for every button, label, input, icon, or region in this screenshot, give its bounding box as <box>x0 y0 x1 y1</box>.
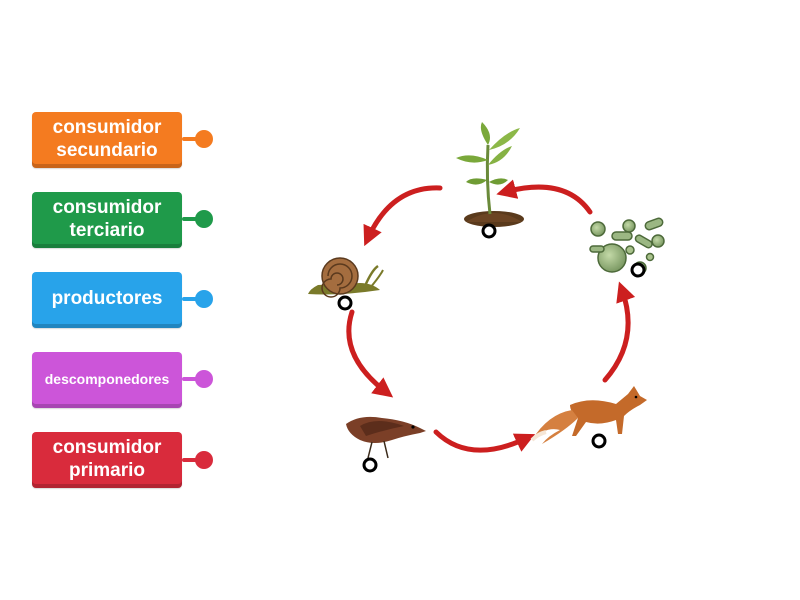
label-text: productores <box>51 288 163 309</box>
label-connector <box>182 377 198 381</box>
label-text: consumidor secundario <box>52 116 162 161</box>
label-pin[interactable] <box>195 451 213 469</box>
fox-icon <box>530 386 647 444</box>
label-consumidor-primario[interactable]: consumidor primario <box>32 432 182 488</box>
drop-target-bird[interactable] <box>362 457 378 473</box>
label-pin[interactable] <box>195 370 213 388</box>
arrow-bacteria-to-plant <box>496 179 593 215</box>
label-connector <box>182 217 198 221</box>
label-connector <box>182 458 198 462</box>
drop-targets <box>337 223 646 473</box>
label-text: consumidor primario <box>52 436 162 481</box>
label-connector <box>182 297 198 301</box>
drop-target-plant[interactable] <box>481 223 497 239</box>
arrow-bird-to-fox <box>433 429 536 453</box>
label-text: consumidor terciario <box>52 196 162 241</box>
label-pin[interactable] <box>195 290 213 308</box>
drop-target-fox[interactable] <box>591 433 607 449</box>
label-connector <box>182 137 198 141</box>
label-pin[interactable] <box>195 210 213 228</box>
label-descomponedores[interactable]: descomponedores <box>32 352 182 408</box>
label-consumidor-secundario[interactable]: consumidor secundario <box>32 112 182 168</box>
label-consumidor-terciario[interactable]: consumidor terciario <box>32 192 182 248</box>
bacteria-icon <box>589 217 665 275</box>
label-productores[interactable]: productores <box>32 272 182 328</box>
arrow-fox-to-bacteria <box>602 281 636 383</box>
cycle-arrows <box>346 179 636 453</box>
drop-target-bacteria[interactable] <box>630 262 646 278</box>
plant-icon <box>456 122 524 227</box>
label-text: descomponedores <box>44 370 170 387</box>
arrow-plant-to-snail <box>363 185 443 247</box>
label-pin[interactable] <box>195 130 213 148</box>
bird-icon <box>346 416 426 459</box>
drop-target-snail[interactable] <box>337 295 353 311</box>
arrow-snail-to-bird <box>346 309 394 398</box>
snail-icon <box>308 257 384 298</box>
